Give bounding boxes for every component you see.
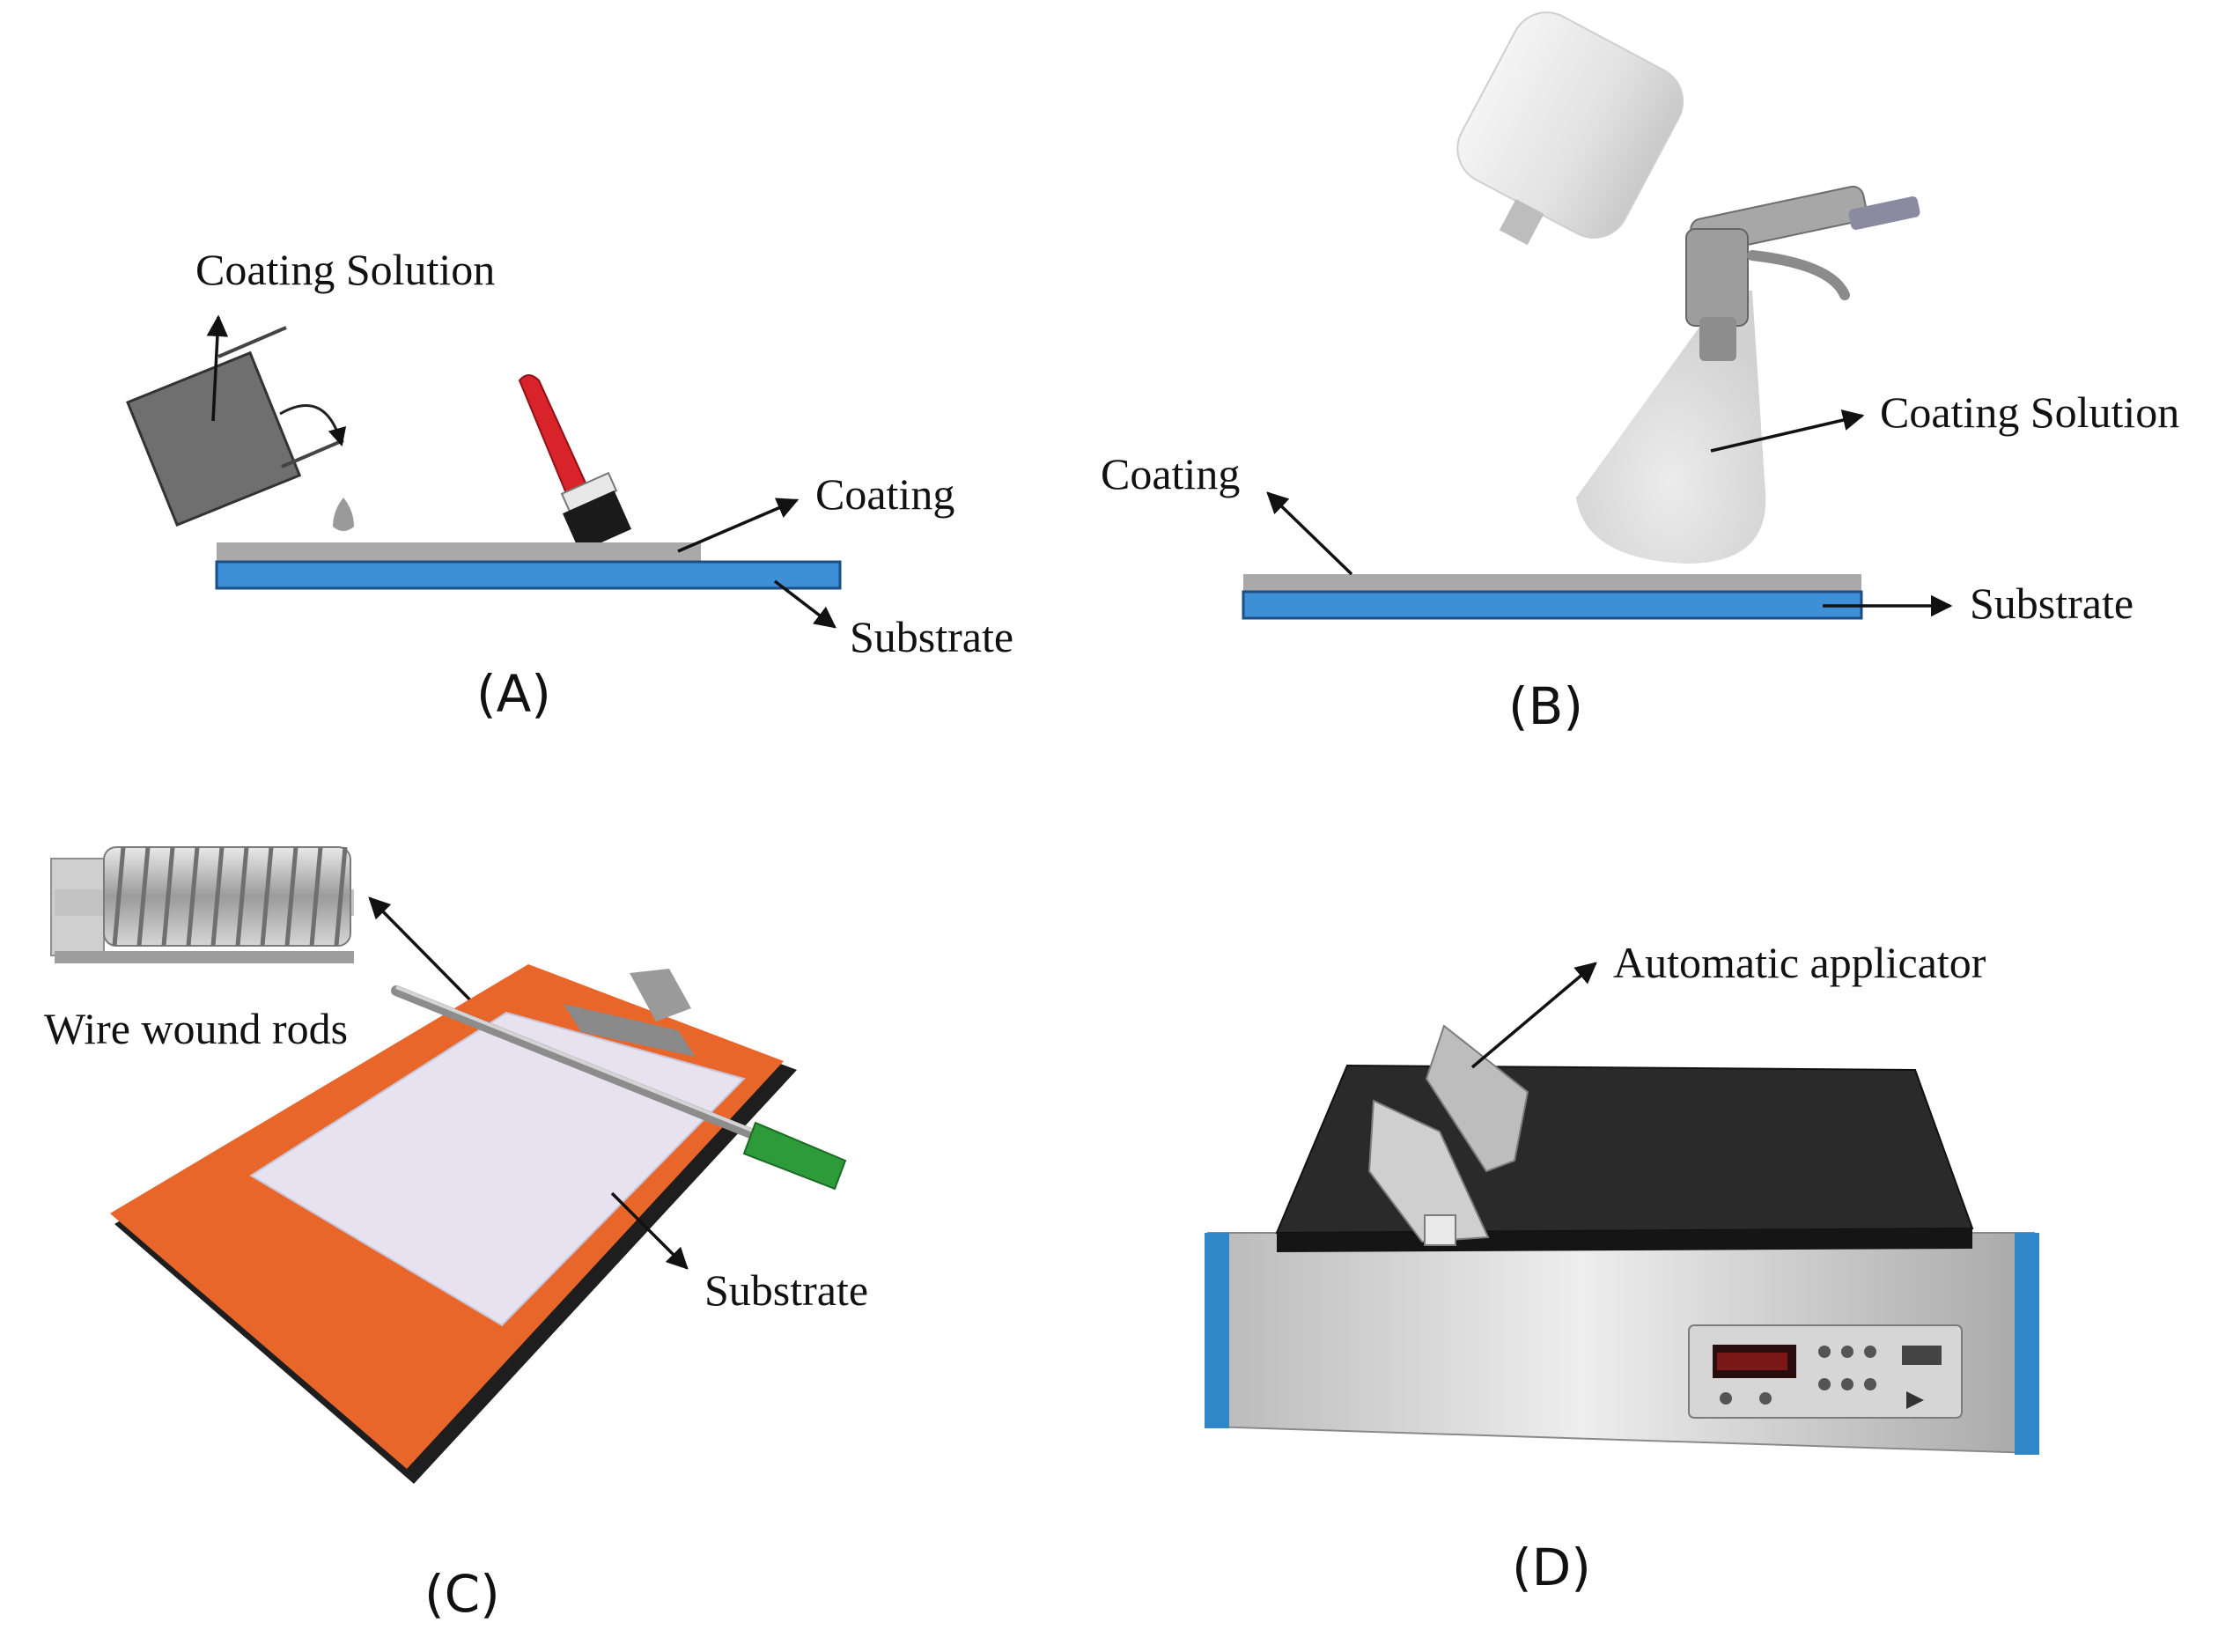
substrate-b xyxy=(1242,590,1863,620)
label-c-substrate: Substrate xyxy=(704,1265,868,1315)
caption-c: (C) xyxy=(424,1564,500,1624)
coating-arrow-a xyxy=(677,498,800,553)
solution-drop xyxy=(333,498,354,531)
rod-coils xyxy=(103,846,351,947)
coating-solution-arrow-b xyxy=(1710,409,1865,453)
substrate-a xyxy=(215,560,842,590)
panel-d: Automatic applicator (D) xyxy=(1205,938,2039,1597)
spray-gun-cup xyxy=(1456,11,1684,246)
drawdown-plate xyxy=(110,964,847,1484)
label-a-coating-solution: Coating Solution xyxy=(195,245,495,294)
panel-b: Coating Solution Coating Substrate (B) xyxy=(1101,11,2179,736)
pour-arrow xyxy=(279,404,347,447)
spray-cone xyxy=(1576,291,1766,564)
coating-layer-b xyxy=(1243,574,1861,592)
substrate-arrow-c xyxy=(610,1191,689,1270)
label-c-wire-wound-rods: Wire wound rods xyxy=(44,1004,348,1053)
label-b-coating-solution: Coating Solution xyxy=(1880,387,2179,437)
substrate-arrow-a xyxy=(773,579,836,629)
container-rim xyxy=(217,326,287,358)
wire-wound-rod-closeup xyxy=(50,846,354,963)
paint-brush xyxy=(518,374,631,552)
pouring-container xyxy=(126,350,302,527)
spray-gun-body xyxy=(1685,185,1920,361)
coating-layer-a xyxy=(217,542,701,562)
caption-a: (A) xyxy=(476,664,551,724)
panel-c: Wire wound rods Substrate (C) xyxy=(44,846,868,1624)
automatic-applicator-arrow xyxy=(1470,962,1597,1069)
label-a-coating: Coating xyxy=(815,469,954,519)
label-a-substrate: Substrate xyxy=(850,612,1013,661)
automatic-applicator-device xyxy=(1205,1024,2039,1455)
label-b-coating: Coating xyxy=(1101,449,1240,498)
coating-solution-arrow xyxy=(206,314,229,422)
panel-a: Coating Solution Coating Substrate (A) xyxy=(126,245,1013,724)
label-d-automatic-applicator: Automatic applicator xyxy=(1613,938,1986,987)
caption-b: (B) xyxy=(1508,676,1583,736)
caption-d: (D) xyxy=(1512,1538,1591,1597)
coating-arrow-b xyxy=(1266,491,1353,576)
label-b-substrate: Substrate xyxy=(1970,579,2134,628)
